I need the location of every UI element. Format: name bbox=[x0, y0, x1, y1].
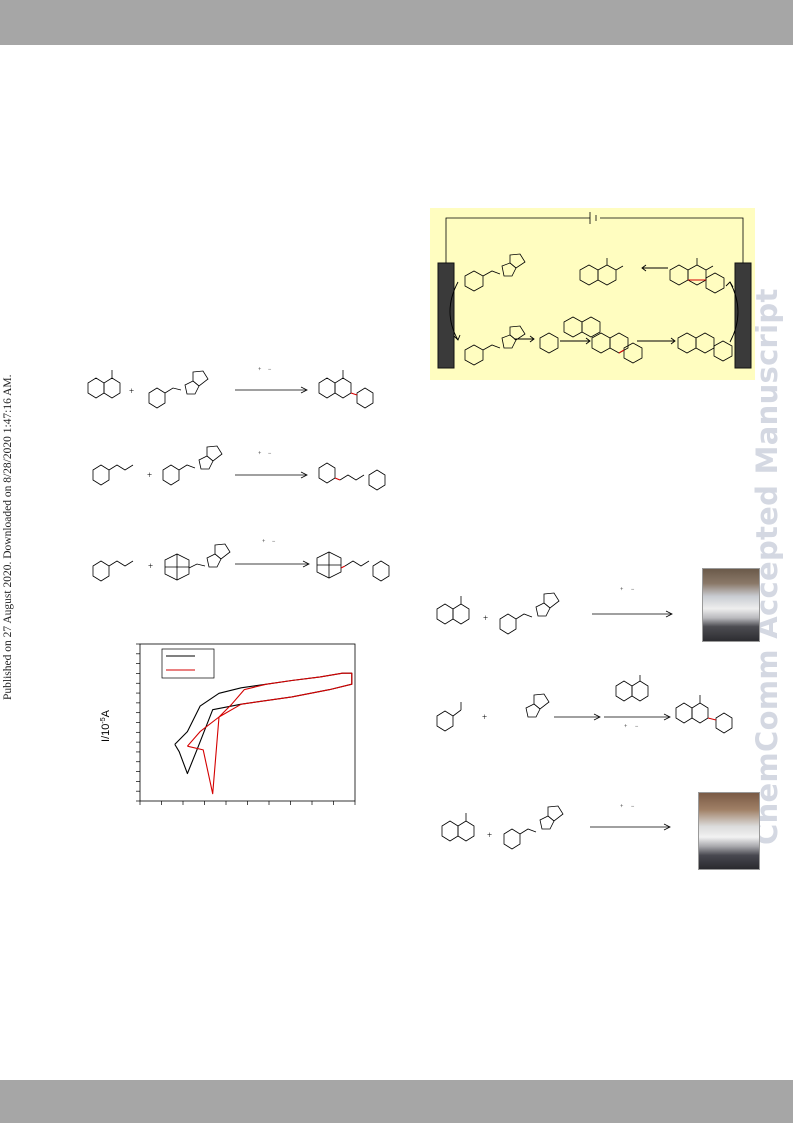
anode-sign-1: + bbox=[258, 367, 262, 373]
cathode-sign-3: − bbox=[272, 539, 276, 545]
reaction-scheme-1: + + − bbox=[87, 367, 374, 409]
plus-sign-3: + bbox=[148, 561, 153, 571]
reaction-scheme-3: + + − bbox=[92, 539, 390, 582]
cv-axis-ticks bbox=[136, 643, 356, 805]
cathode-sign-2: − bbox=[268, 451, 272, 457]
cathode-sign-4: − bbox=[631, 587, 635, 593]
cathode-sign-6: − bbox=[631, 804, 635, 810]
reaction-scheme-6: + + − bbox=[441, 804, 671, 850]
plus-sign-2: + bbox=[147, 470, 152, 480]
cv-series-line-2 bbox=[186, 672, 353, 795]
anode-sign-6: + bbox=[620, 804, 624, 810]
cv-legend bbox=[161, 648, 215, 679]
reaction-scheme-5: + + − bbox=[436, 675, 733, 734]
mechanism-scheme bbox=[430, 208, 755, 380]
mechanism-panel bbox=[430, 208, 755, 380]
anode-sign-2: + bbox=[258, 451, 262, 457]
accepted-manuscript-watermark: ChemComm Accepted Manuscript bbox=[750, 288, 784, 845]
reaction-setup-photo-2 bbox=[698, 792, 760, 870]
cathode-sign-5: − bbox=[635, 724, 639, 730]
reaction-scheme-4: + + − bbox=[436, 587, 673, 635]
top-header-bar bbox=[0, 0, 793, 45]
plus-sign-6: + bbox=[487, 830, 492, 840]
cathode-electrode bbox=[734, 262, 752, 369]
publication-line: Published on 27 August 2020. Downloaded … bbox=[2, 374, 14, 700]
anode-electrode bbox=[437, 262, 455, 369]
cv-series-line-1 bbox=[174, 672, 353, 775]
anode-sign-4: + bbox=[620, 587, 624, 593]
cyclic-voltammogram: I/10-5A bbox=[100, 643, 356, 805]
plus-sign-1: + bbox=[129, 386, 134, 396]
reaction-scheme-2: + + − bbox=[92, 445, 386, 491]
reaction-setup-photo-1 bbox=[702, 568, 760, 642]
bottom-footer-bar bbox=[0, 1080, 793, 1123]
cathode-sign-1: − bbox=[268, 367, 272, 373]
cv-y-axis-label: I/10-5A bbox=[100, 709, 112, 742]
plus-sign-4: + bbox=[483, 613, 488, 623]
plus-sign-5: + bbox=[482, 712, 487, 722]
anode-sign-3: + bbox=[262, 539, 266, 545]
anode-sign-5: + bbox=[624, 724, 628, 730]
cv-series-group bbox=[174, 672, 353, 795]
